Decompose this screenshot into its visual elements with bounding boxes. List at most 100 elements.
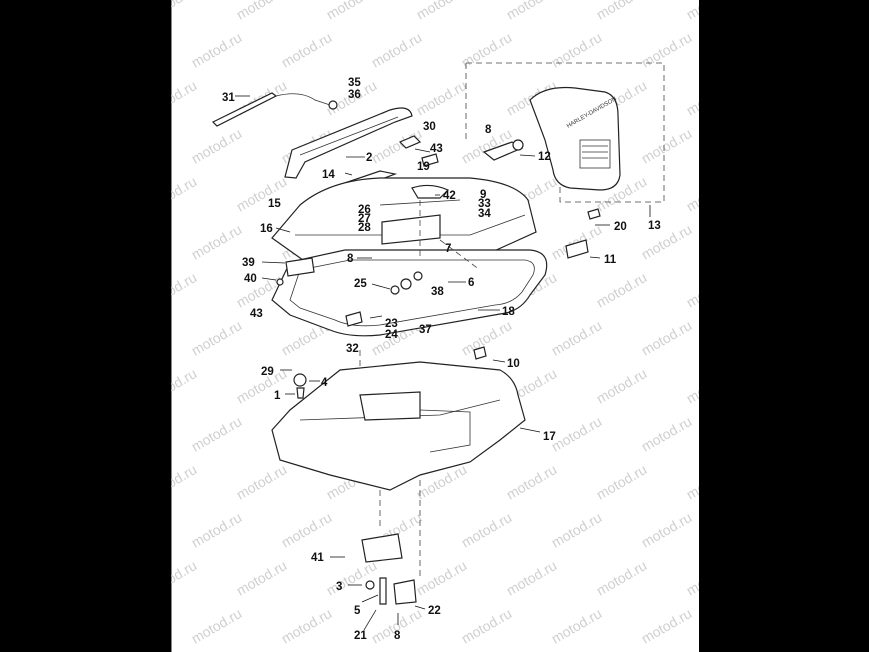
page-border: [171, 0, 699, 652]
callout-10: 10: [507, 358, 520, 370]
watermark-text: motod.ru: [504, 557, 560, 598]
callout-33: 33: [478, 198, 491, 210]
watermark-text: motod.ru: [234, 0, 290, 23]
part-32: [345, 311, 363, 327]
watermark-text: motod.ru: [279, 509, 335, 550]
callout-28: 28: [358, 222, 371, 234]
watermark-text: motod.ru: [234, 557, 290, 598]
watermark-text: motod.ru: [189, 509, 245, 550]
watermark-text: motod.ru: [549, 605, 605, 646]
callout-36: 36: [348, 89, 361, 101]
watermark-text: motod.ru: [171, 173, 199, 214]
part-12-lock: [482, 139, 524, 161]
callout-1: 1: [274, 390, 281, 402]
callout-23: 23: [385, 318, 398, 330]
part-1-bolt: [296, 387, 305, 399]
callout-20: 20: [614, 221, 627, 233]
watermark-text: motod.ru: [171, 557, 199, 598]
part-top-rack: [284, 107, 413, 179]
watermark-text: motod.ru: [639, 413, 695, 454]
callout-2: 2: [366, 152, 372, 164]
callout-34: 34: [478, 208, 491, 220]
callout-16: 16: [260, 223, 273, 235]
callout-35: 35: [348, 77, 361, 89]
watermark-text: motod.ru: [684, 173, 700, 214]
watermark-text: motod.ru: [414, 557, 470, 598]
callout-25: 25: [354, 278, 367, 290]
watermark-text: motod.ru: [594, 269, 650, 310]
watermark-text: motod.ru: [171, 461, 199, 502]
watermark-text: motod.ru: [639, 221, 695, 262]
part-19: [421, 153, 439, 167]
callout-6: 6: [468, 277, 474, 289]
assembly-lines: [359, 200, 481, 578]
watermark-text: motod.ru: [189, 29, 245, 70]
part-10: [473, 346, 487, 360]
watermark-text: motod.ru: [684, 365, 700, 406]
part-backrest: HARLEY-DAVIDSON: [529, 86, 621, 191]
callout-37: 37: [419, 324, 432, 336]
watermark-text: motod.ru: [459, 509, 515, 550]
part-30-clip: [398, 135, 422, 149]
callout-22: 22: [428, 605, 441, 617]
watermark-text: motod.ru: [279, 605, 335, 646]
watermark-text: motod.ru: [684, 269, 700, 310]
watermark-text: motod.ru: [594, 557, 650, 598]
part-40: [276, 278, 284, 286]
watermark-text: motod.ru: [459, 317, 515, 358]
part-4-grommet: [293, 373, 307, 387]
watermark-text: motod.ru: [459, 605, 515, 646]
backrest-kit-outline: [465, 62, 665, 203]
watermark-text: motod.ru: [414, 77, 470, 118]
watermark-text: motod.ru: [684, 461, 700, 502]
callout-8-mid: 8: [347, 253, 354, 265]
callout-13: 13: [648, 220, 661, 232]
watermark-text: motod.ru: [549, 413, 605, 454]
part-20: [587, 208, 601, 220]
callout-17: 17: [543, 431, 556, 443]
watermark-text: motod.ru: [234, 461, 290, 502]
watermark-text: motod.ru: [189, 125, 245, 166]
part-11: [565, 239, 589, 259]
watermark-text: motod.ru: [324, 557, 380, 598]
callout-14: 14: [322, 169, 335, 181]
watermark-text: motod.ru: [504, 461, 560, 502]
part-3: [365, 580, 375, 590]
callout-5: 5: [354, 605, 361, 617]
callout-39: 39: [242, 257, 255, 269]
callout-11: 11: [604, 254, 617, 266]
watermark-text: motod.ru: [369, 29, 425, 70]
watermark-text: motod.ru: [549, 509, 605, 550]
callout-27: 27: [358, 213, 371, 225]
callout-43-top: 43: [430, 143, 443, 155]
callout-42: 42: [443, 190, 456, 202]
callout-29: 29: [261, 366, 274, 378]
watermark-text: motod.ru: [414, 0, 470, 23]
callout-15: 15: [268, 198, 281, 210]
watermark-text: motod.ru: [189, 605, 245, 646]
callout-40: 40: [244, 273, 257, 285]
callout-7: 7: [445, 243, 451, 255]
callout-41: 41: [311, 552, 324, 564]
watermark-text: motod.ru: [594, 365, 650, 406]
part-22-bracket: [393, 579, 417, 605]
watermark-text: motod.ru: [639, 29, 695, 70]
callout-labels: 31 35 36 30 8 2 43 19 12 14 42 9 33 34 1…: [222, 77, 661, 642]
callout-32: 32: [346, 343, 359, 355]
leader-lines: [235, 95, 651, 625]
part-25: [390, 285, 400, 295]
watermark-text: motod.ru: [171, 77, 199, 118]
diagram-page: motod.ru motod.ru motod.ru motod.ru motod.ru…: [171, 0, 699, 652]
watermark-text: motod.ru: [639, 509, 695, 550]
watermark-text: motod.ru: [639, 125, 695, 166]
watermark-text: motod.ru: [684, 0, 700, 23]
part-rail-bar: [211, 92, 338, 127]
watermark-text: motod.ru: [594, 0, 650, 23]
watermark-text: motod.ru: [459, 29, 515, 70]
watermark-text: motod.ru: [234, 173, 290, 214]
callout-8-bottom: 8: [394, 630, 401, 642]
watermark-text: motod.ru: [639, 605, 695, 646]
watermark-text: motod.ru: [549, 221, 605, 262]
callout-24: 24: [385, 329, 398, 341]
part-5: [379, 577, 387, 605]
